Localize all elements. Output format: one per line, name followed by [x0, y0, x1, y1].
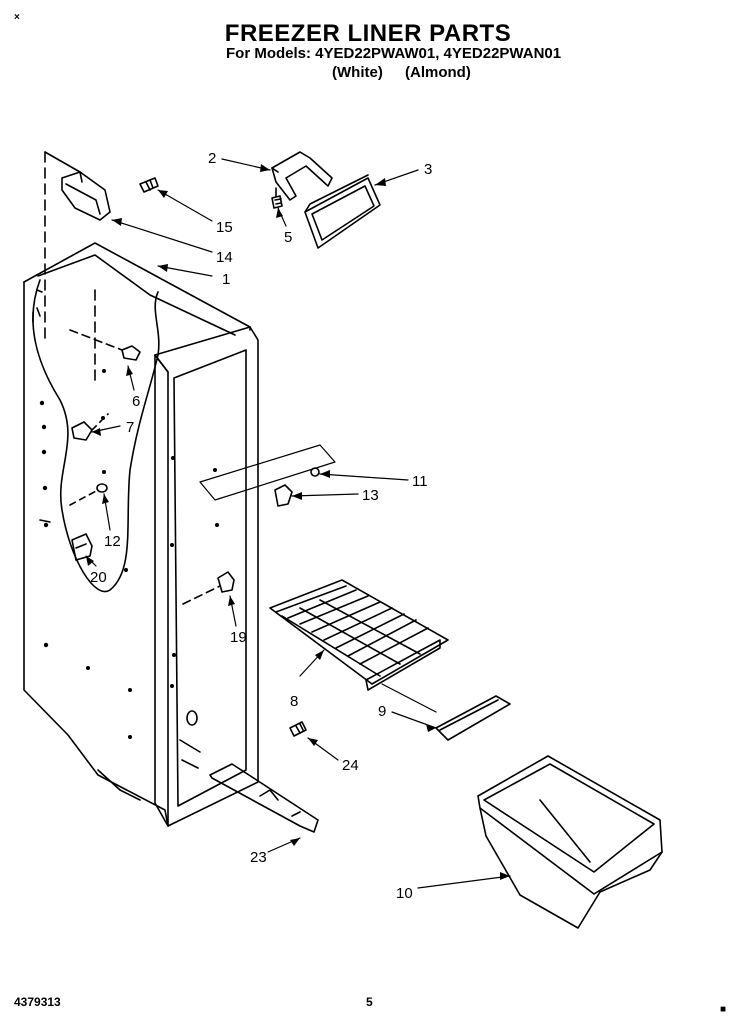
variant-almond: (Almond) [405, 64, 471, 81]
part-2-top-hinge [271, 151, 333, 201]
part-9-shelf-trim [381, 683, 511, 741]
leader-lines [85, 158, 511, 889]
callout-2: 2 [208, 150, 216, 167]
part-15-screw [139, 177, 159, 193]
part-6-clip [69, 329, 141, 361]
part-23-bracket [209, 763, 319, 833]
callout-19: 19 [230, 629, 247, 646]
callout-10: 10 [396, 885, 413, 902]
callout-23: 23 [250, 849, 267, 866]
part-24-screw [289, 721, 307, 737]
document-number: 4379313 [14, 995, 61, 1009]
part-12-plug [69, 483, 108, 506]
callout-20: 20 [90, 569, 107, 586]
part-7-bracket [71, 413, 109, 441]
callout-15: 15 [216, 219, 233, 236]
page-title: FREEZER LINER PARTS [224, 20, 512, 47]
callout-13: 13 [362, 487, 379, 504]
callout-6: 6 [132, 393, 140, 410]
part-10-freezer-bin [477, 755, 663, 929]
page-number: 5 [366, 995, 373, 1009]
callout-24: 24 [342, 757, 359, 774]
part-19-clip [182, 571, 235, 605]
callout-8: 8 [290, 693, 298, 710]
corner-mark-top: × [14, 12, 20, 23]
leader-arrowheads [86, 164, 510, 880]
corner-mark-bottom: ■ [720, 1004, 727, 1015]
part-3-light-shield [304, 174, 381, 249]
callout-12: 12 [104, 533, 121, 550]
callout-11: 11 [412, 473, 428, 490]
part-8-wire-shelf [269, 579, 449, 691]
color-variants: (White) (Almond) [332, 64, 489, 81]
callout-3: 3 [424, 161, 432, 178]
variant-white: (White) [332, 64, 383, 81]
part-14-hinge-bracket [44, 151, 111, 221]
freezer-liner [23, 151, 259, 827]
callout-5: 5 [284, 229, 292, 246]
callout-7: 7 [126, 419, 134, 436]
part-11-13-shelf-support [199, 444, 336, 507]
callout-14: 14 [216, 249, 233, 266]
callout-9: 9 [378, 703, 386, 720]
part-5-screw [271, 187, 283, 209]
callout-labels: 2 3 5 15 14 1 6 7 11 13 12 20 19 8 9 24 … [90, 150, 432, 902]
callout-1: 1 [222, 271, 230, 288]
models-line: For Models: 4YED22PWAW01, 4YED22PWAN01 [226, 45, 562, 62]
part-20-receptacle [71, 533, 93, 561]
